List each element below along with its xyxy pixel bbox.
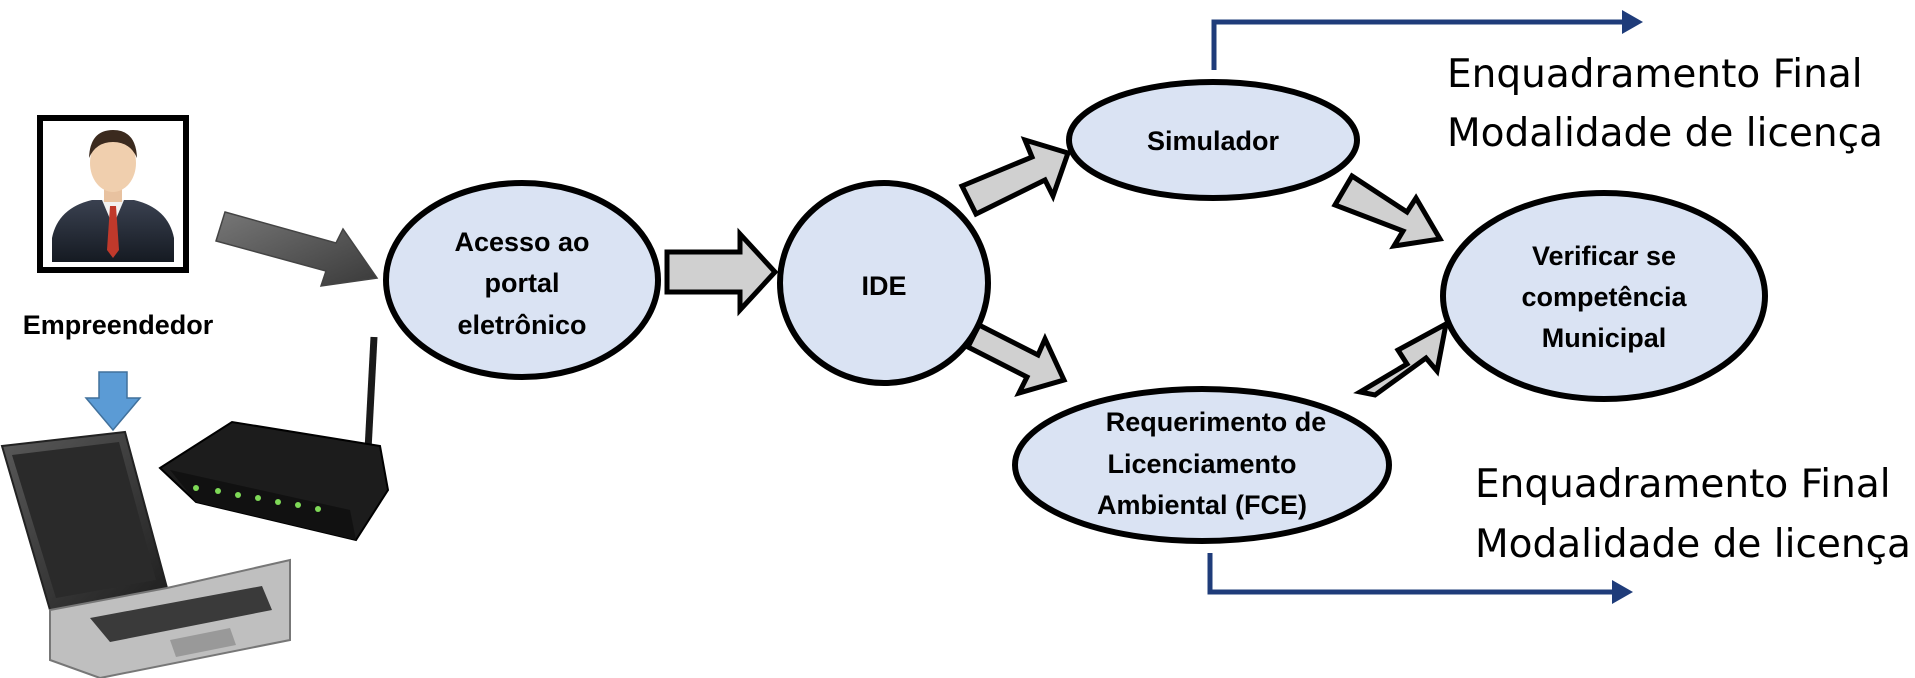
node-verificar-line: competência <box>1521 282 1687 312</box>
requerimento-outcome-arrowhead-icon <box>1612 580 1633 604</box>
portal-to-ide-arrow <box>664 227 779 317</box>
node-ide-line: IDE <box>861 271 906 301</box>
outcome-top-line: Enquadramento Final <box>1447 52 1863 97</box>
node-simulador: Simulador <box>1066 79 1360 201</box>
node-verificar: Verificar se competência Municipal <box>1440 190 1768 402</box>
requerimento-outcome-line <box>1207 553 1614 595</box>
empreendedor-label: Empreendedor <box>23 310 214 340</box>
node-portal-line: portal <box>484 268 559 298</box>
requerimento-to-verificar-arrow <box>1353 319 1450 398</box>
empreendedor-avatar <box>37 115 189 273</box>
ide-to-requerimento-arrow <box>964 321 1068 397</box>
node-requerimento: Requerimento de Licenciamento Ambiental … <box>1012 386 1392 544</box>
node-verificar-line: Municipal <box>1542 323 1667 353</box>
node-ide: IDE <box>777 180 991 386</box>
ide-to-simulador-arrow <box>958 136 1072 218</box>
outcome-bottom-line: Enquadramento Final <box>1475 462 1891 507</box>
node-simulador-line: Simulador <box>1147 126 1280 156</box>
router-icon <box>158 336 390 542</box>
actor-to-portal-arrow <box>215 211 379 287</box>
node-verificar-line: Verificar se <box>1532 241 1676 271</box>
node-portal-line: Acesso ao <box>454 227 589 257</box>
blue-down-arrow-icon <box>84 371 142 432</box>
outcome-top-line: Modalidade de licença <box>1447 111 1883 156</box>
laptop-icon <box>0 430 291 678</box>
outcome-bottom-line: Modalidade de licença <box>1475 522 1911 567</box>
node-portal: Acesso ao portal eletrônico <box>383 180 661 380</box>
node-requerimento-line: Ambiental (FCE) <box>1097 490 1307 520</box>
simulador-outcome-line <box>1211 19 1624 70</box>
simulador-outcome-arrowhead-icon <box>1622 10 1643 34</box>
simulador-to-verificar-arrow <box>1331 172 1445 250</box>
node-requerimento-line: Requerimento de <box>1106 407 1327 437</box>
node-portal-line: eletrônico <box>457 310 586 340</box>
node-requerimento-line: Licenciamento <box>1107 449 1296 479</box>
